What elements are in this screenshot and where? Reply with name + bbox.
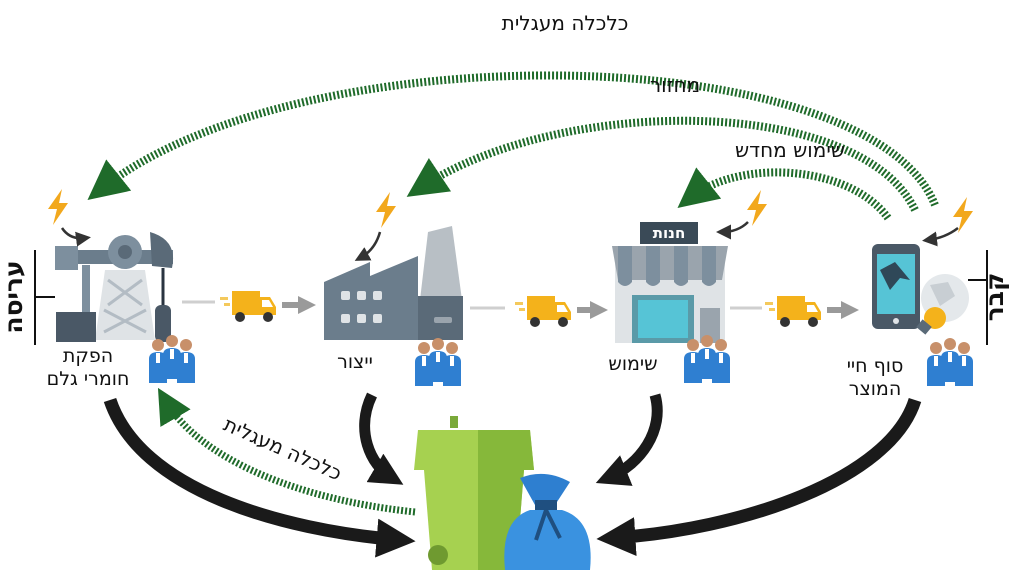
reuse-label: שימוש מחדש	[735, 138, 845, 162]
trash-bag-icon	[504, 473, 591, 570]
people-icon	[927, 338, 973, 386]
eol-label-2: המוצר	[849, 378, 902, 400]
reuse-arrow	[677, 167, 892, 221]
waste-arrow-production	[359, 392, 404, 485]
circular-economy-bottom-label: כלכלה מעגלית	[220, 412, 345, 485]
people-icon	[415, 338, 461, 386]
grave-label: קבר	[980, 273, 1009, 322]
cradle-label: עריסה	[0, 260, 28, 333]
lightning-icon	[48, 189, 68, 225]
lightning-icon	[376, 192, 396, 228]
usage-label: שימוש	[608, 353, 657, 375]
eol-label-1: סוף חיי	[847, 355, 904, 377]
circular-economy-bottom-arrow	[157, 387, 416, 516]
extraction-label-2: חומרי גלם	[47, 368, 130, 390]
shop-sign-text: חנות	[653, 224, 686, 242]
production-label: ייצור	[337, 351, 373, 373]
waste-arrow-eol	[596, 397, 922, 556]
people-icon	[149, 335, 195, 383]
factory-icon	[324, 226, 463, 340]
oil-pump-icon	[55, 232, 174, 342]
phone-icon	[872, 244, 920, 329]
recycling-label: מחזור	[650, 73, 700, 97]
truck-icon	[220, 291, 276, 322]
shop-sign	[640, 222, 698, 244]
lightning-icon	[747, 190, 767, 226]
people-icon	[684, 335, 730, 383]
circular-economy-top-arrow	[87, 71, 939, 207]
circular-economy-top-label: כלכלה מעגלית	[502, 11, 629, 35]
recycling-arrow	[406, 116, 919, 212]
shop-icon	[612, 222, 728, 343]
bulb-icon	[916, 307, 946, 335]
grave-side: קבר	[968, 250, 1009, 345]
waste-arrow-extraction	[103, 397, 416, 558]
extraction-label-1: הפקת	[63, 345, 113, 367]
cradle-side: עריסה	[0, 250, 55, 345]
truck-icon	[515, 296, 571, 327]
truck-icon	[765, 296, 821, 327]
waste-arrow-usage	[595, 393, 663, 486]
lightning-icon	[953, 197, 973, 233]
